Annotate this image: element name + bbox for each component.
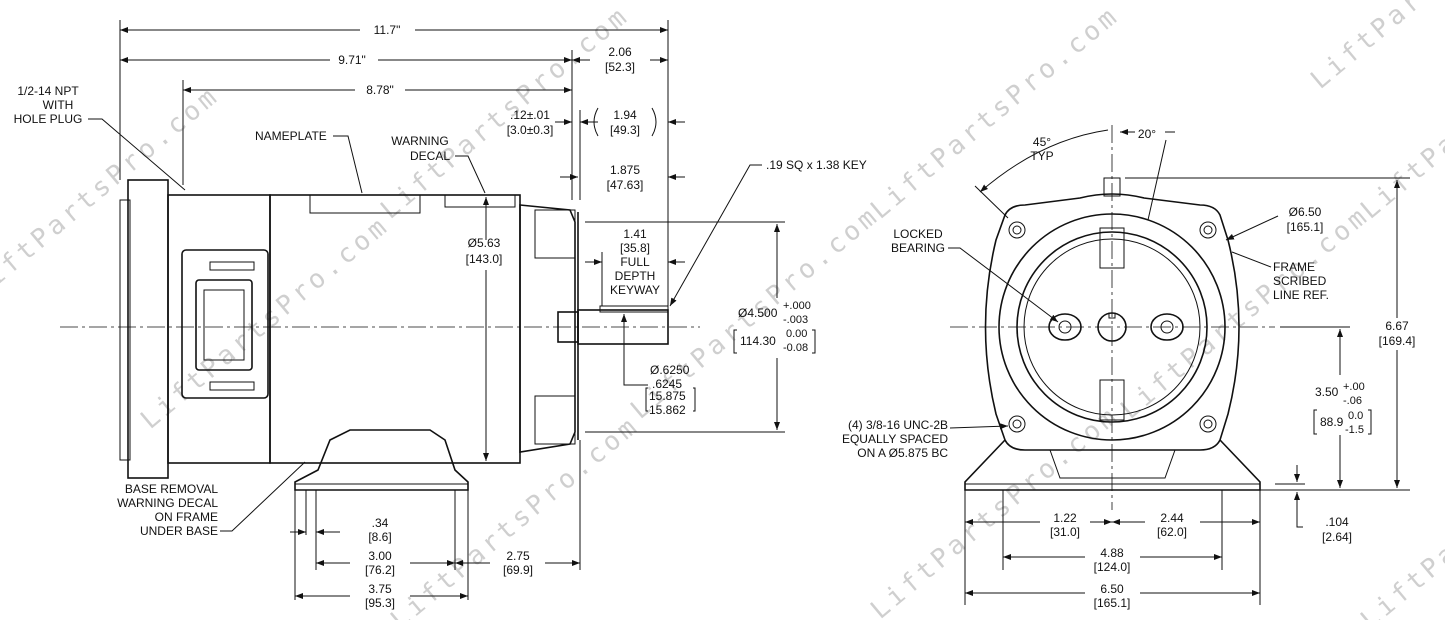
dimension-label: 9.71" bbox=[338, 53, 366, 67]
dimension-label: 2.44 bbox=[1160, 511, 1184, 525]
dimension-label: 11.7" bbox=[374, 23, 401, 37]
dimension-label: 1.41 bbox=[623, 227, 647, 241]
dimension-label: ON FRAME bbox=[155, 510, 218, 524]
dimension-label: 1/2-14 NPT bbox=[17, 84, 79, 98]
dimension-label: DEPTH bbox=[615, 269, 656, 283]
dimension-label: [165.1] bbox=[1094, 596, 1131, 610]
end-view-motor bbox=[950, 125, 1275, 510]
dimension-label: -1.5 bbox=[1345, 424, 1364, 436]
dimension-label: 88.9 bbox=[1320, 415, 1344, 429]
dimension-label: [143.0] bbox=[466, 252, 503, 266]
dimension-label: +.000 bbox=[783, 300, 811, 312]
dimension-label: LiftPartsPro.com bbox=[135, 210, 395, 435]
dimension-label: Ø5.63 bbox=[468, 236, 501, 250]
dimension-label: Ø4.500 bbox=[738, 306, 778, 320]
dimension-label: [95.3] bbox=[365, 596, 395, 610]
dimension-label: .6245 bbox=[652, 377, 682, 391]
dimension-label: FRAME bbox=[1273, 260, 1315, 274]
dimension-label: SCRIBED bbox=[1273, 274, 1327, 288]
dimension-label: 0.0 bbox=[1348, 410, 1363, 422]
dimension-label: KEYWAY bbox=[610, 283, 660, 297]
dimension-label: 114.30 bbox=[740, 334, 776, 348]
dimension-label: .12±.01 bbox=[510, 108, 550, 122]
dimension-label: 1.875 bbox=[610, 163, 640, 177]
dimension-label: .104 bbox=[1325, 515, 1349, 529]
dimension-label: [52.3] bbox=[605, 60, 635, 74]
dimension-label: -.06 bbox=[1343, 395, 1362, 407]
dimension-label: DECAL bbox=[410, 149, 450, 163]
dimension-label: [8.6] bbox=[368, 530, 391, 544]
dimension-label: TYP bbox=[1030, 149, 1053, 163]
dimension-label: -0.08 bbox=[783, 342, 808, 354]
dimension-label: LiftPartsPro.com bbox=[385, 410, 645, 620]
dimension-label: LiftPartsPro.com bbox=[865, 0, 1125, 225]
dimension-label: [31.0] bbox=[1050, 525, 1080, 539]
dimension-label: LiftPartsPro.com bbox=[375, 0, 635, 225]
dimension-label: Ø.6250 bbox=[650, 363, 690, 377]
dimension-label: HOLE PLUG bbox=[14, 112, 83, 126]
dimension-label: EQUALLY SPACED bbox=[842, 432, 948, 446]
side-view-dimensions: 11.7" 9.71" 2.06 [52.3] 8.78" .12±.01 [3… bbox=[14, 20, 867, 610]
dimension-label: (4) 3/8-16 UNC-2B bbox=[848, 418, 948, 432]
dimension-label: LiftPartsPro.com bbox=[1355, 410, 1445, 620]
dimension-label: .19 SQ x 1.38 KEY bbox=[766, 158, 867, 172]
dimension-label: [124.0] bbox=[1094, 560, 1131, 574]
dimension-label: LINE REF. bbox=[1273, 288, 1329, 302]
dimension-label: 2.06 bbox=[608, 45, 632, 59]
dimension-label: 3.50 bbox=[1315, 385, 1339, 399]
dimension-label: -.003 bbox=[783, 314, 808, 326]
dimension-label: WARNING bbox=[391, 134, 449, 148]
dimension-label: UNDER BASE bbox=[140, 524, 218, 538]
dimension-label: 15.875 bbox=[649, 389, 686, 403]
dimension-label: 20° bbox=[1138, 127, 1156, 141]
dimension-label: ON A Ø5.875 BC bbox=[857, 446, 948, 460]
dimension-label: 3.00 bbox=[368, 549, 392, 563]
dimension-label: 2.75 bbox=[506, 549, 530, 563]
dimension-label: 6.50 bbox=[1100, 582, 1124, 596]
side-view-motor bbox=[60, 179, 700, 491]
dimension-label: FULL bbox=[620, 255, 650, 269]
dimension-label: [2.64] bbox=[1322, 530, 1352, 544]
dimension-label: BEARING bbox=[891, 241, 945, 255]
dimension-label: 15.862 bbox=[649, 403, 686, 417]
dimension-label: WITH bbox=[43, 98, 74, 112]
dimension-label: 1.22 bbox=[1053, 511, 1077, 525]
dimension-label: 1.94 bbox=[613, 108, 637, 122]
dimension-label: [35.8] bbox=[620, 241, 650, 255]
dimension-label: LiftPartsPro.com bbox=[1305, 0, 1445, 95]
end-view-dimensions: 45° TYP 20° LOCKED BEARING Ø6.50 [165.1]… bbox=[842, 127, 1415, 610]
dimension-label: WARNING DECAL bbox=[117, 496, 218, 510]
dimension-label: 3.75 bbox=[368, 582, 392, 596]
dimension-label: [47.63] bbox=[607, 178, 644, 192]
dimension-label: +.00 bbox=[1343, 381, 1365, 393]
dimension-label: [169.4] bbox=[1379, 334, 1416, 348]
dimension-label: 8.78" bbox=[366, 83, 394, 97]
dimension-label: LOCKED bbox=[893, 227, 943, 241]
dimension-label: [62.0] bbox=[1157, 525, 1187, 539]
dimension-label: 0.00 bbox=[786, 328, 807, 340]
dimension-label: Ø6.50 bbox=[1289, 205, 1322, 219]
dimension-label: 45° bbox=[1033, 135, 1051, 149]
dimension-label: 6.67 bbox=[1385, 319, 1409, 333]
dimension-label: NAMEPLATE bbox=[255, 129, 327, 143]
dimension-label: 4.88 bbox=[1100, 546, 1124, 560]
dimension-label: .34 bbox=[372, 516, 389, 530]
dimension-label: [49.3] bbox=[610, 123, 640, 137]
dimension-label: [165.1] bbox=[1287, 220, 1324, 234]
dimension-label: [3.0±0.3] bbox=[507, 123, 554, 137]
dimension-label: [76.2] bbox=[365, 563, 395, 577]
dimension-label: [69.9] bbox=[503, 563, 533, 577]
dimension-label: BASE REMOVAL bbox=[125, 482, 218, 496]
